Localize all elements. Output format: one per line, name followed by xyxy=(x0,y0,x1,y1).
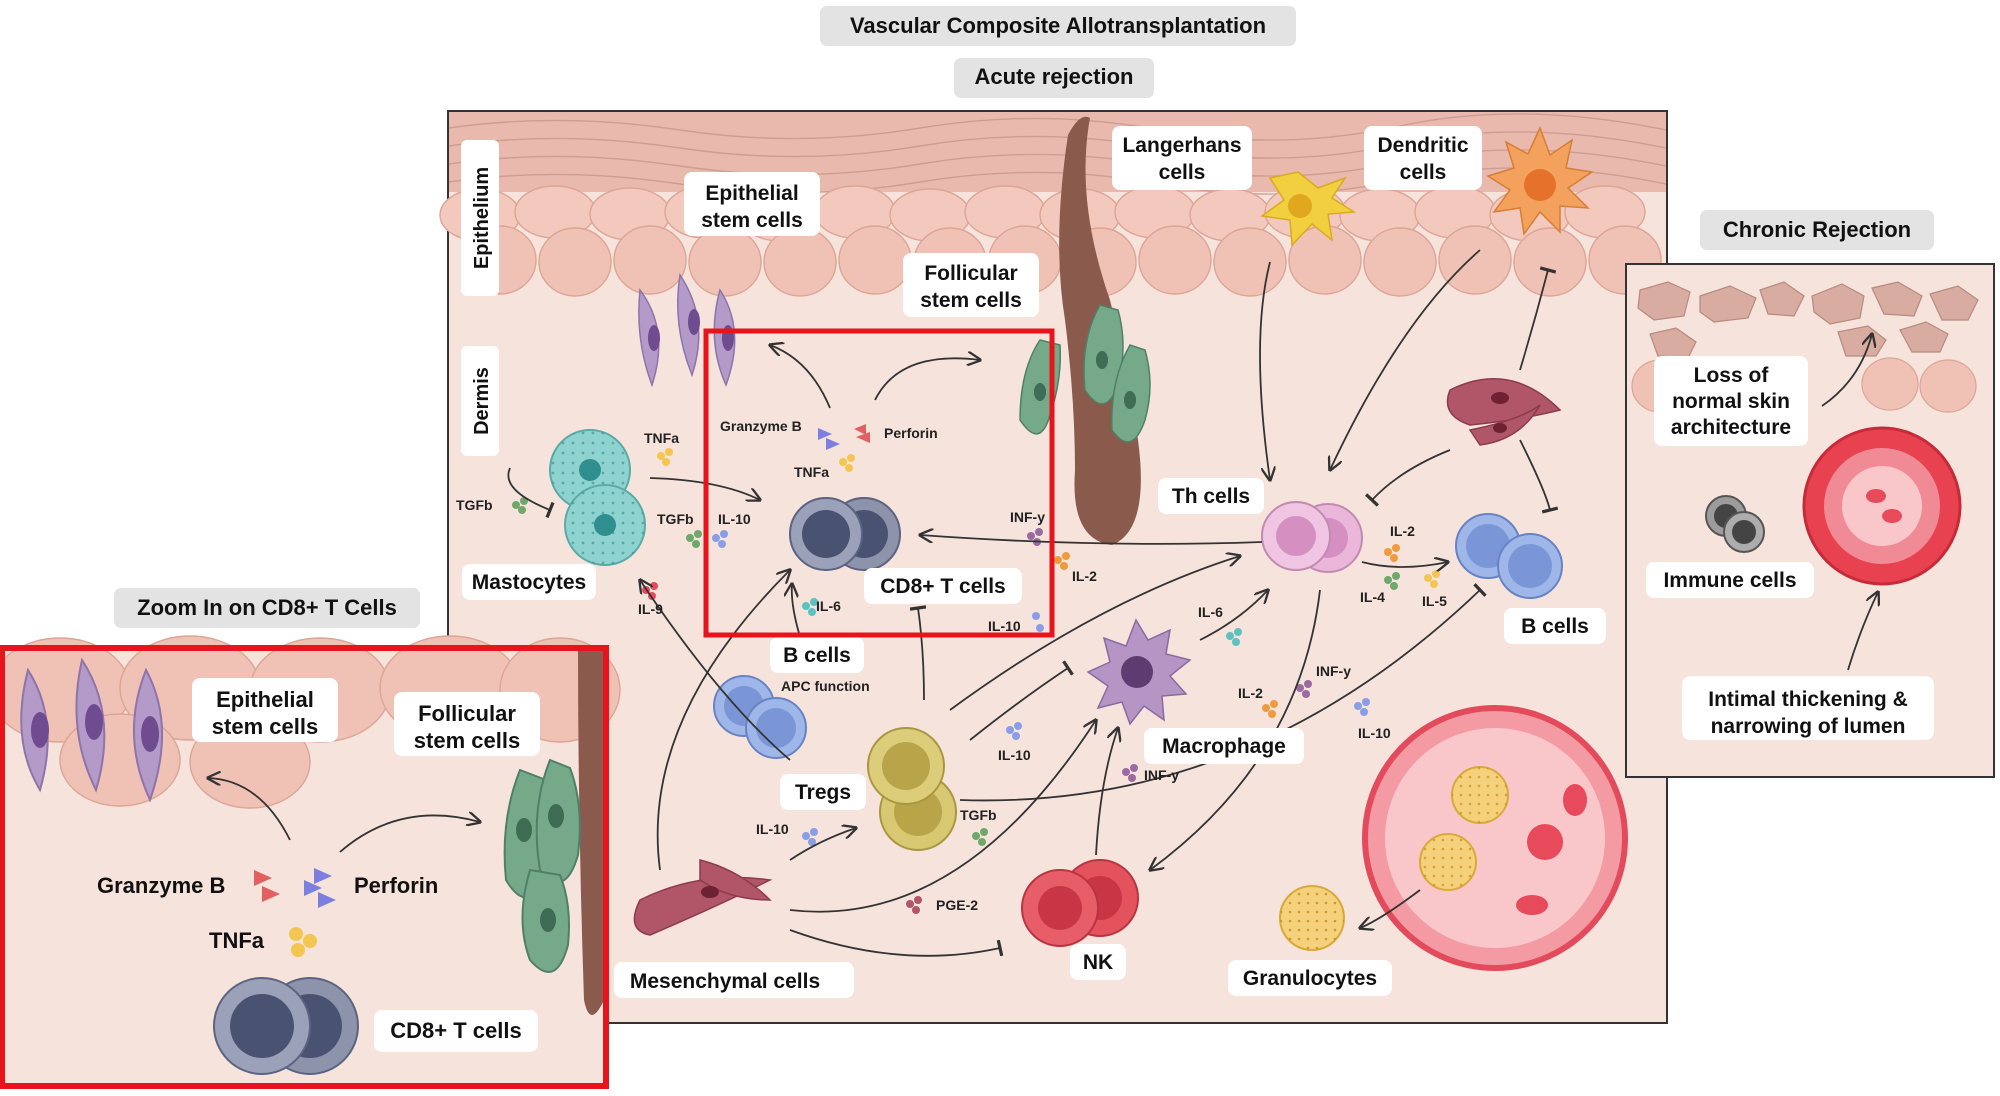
il2-label-mac: IL-2 xyxy=(1238,685,1263,701)
b-cells-right-label: B cells xyxy=(1521,615,1589,638)
th-cell-shapes xyxy=(1261,501,1363,573)
epithelium-label: Epithelium xyxy=(471,167,493,269)
intimal-label-1: Intimal thickening & xyxy=(1708,688,1908,711)
cd8-highlight-box xyxy=(703,328,1055,638)
zoom-perforin-label: Perforin xyxy=(354,873,438,898)
apc-function-label: APC function xyxy=(781,678,870,694)
il5-label: IL-5 xyxy=(1422,593,1447,609)
intimal-label-2: narrowing of lumen xyxy=(1711,715,1906,738)
dermis-label: Dermis xyxy=(471,367,493,435)
tnfa-label-cd8: TNFa xyxy=(794,464,829,480)
dendritic-cells-label-2: cells xyxy=(1400,161,1447,184)
loss-label-3: architecture xyxy=(1671,416,1791,439)
follicular-stem-cells-label-2: stem cells xyxy=(920,289,1022,312)
epithelial-stem-cells-label-1: Epithelial xyxy=(705,182,798,205)
nk-label: NK xyxy=(1083,951,1113,974)
inf-label-nk: INF-y xyxy=(1144,767,1179,783)
langerhans-cells-label-2: cells xyxy=(1159,161,1206,184)
zoom-follicular-label-1: Follicular xyxy=(418,701,516,726)
zoom-follicular-label-2: stem cells xyxy=(414,728,520,753)
interaction-arrows xyxy=(507,249,1559,957)
zoom-epithelial-label-2: stem cells xyxy=(212,714,318,739)
mesenchymal-cells-label: Mesenchymal cells xyxy=(630,970,820,993)
acute-rejection-title: Acute rejection xyxy=(975,64,1134,89)
zoom-follicular-stem-shapes xyxy=(503,758,581,973)
il10-label-mes: IL-10 xyxy=(756,821,789,837)
mastocyte-cell-shapes xyxy=(549,429,646,566)
zoom-panel: Zoom In on CD8+ T Cells Epithelial stem … xyxy=(0,588,621,1089)
il10-label-mast: IL-10 xyxy=(718,511,751,527)
chronic-panel: Chronic Rejection Loss of normal skin ar… xyxy=(1625,210,1995,778)
il10-label-mac: IL-10 xyxy=(1358,725,1391,741)
il6-label-mac: IL-6 xyxy=(1198,604,1223,620)
zoom-cd8-shapes xyxy=(213,977,359,1075)
il2-label-cd8: IL-2 xyxy=(1072,568,1097,584)
il10-label-treg: IL-10 xyxy=(998,747,1031,763)
il4-label: IL-4 xyxy=(1360,589,1385,605)
b-cell-right-shapes xyxy=(1455,513,1563,599)
pge2-label: PGE-2 xyxy=(936,897,978,913)
title-group: Vascular Composite Allotransplantation A… xyxy=(820,6,1296,98)
nk-cell-shapes xyxy=(1021,859,1139,947)
cytokine-labels: Granzyme B Perforin TNFa TNFa TGFb TGFb … xyxy=(456,418,1447,913)
epithelial-stem-cells-label-2: stem cells xyxy=(701,209,803,232)
il9-label: IL-9 xyxy=(638,601,663,617)
granulocyte-cell-shape xyxy=(1279,885,1345,951)
tgfb-label-left: TGFb xyxy=(456,497,493,513)
immune-cell-shapes xyxy=(1705,495,1765,553)
acute-rejection-panel: Epithelium Dermis xyxy=(439,110,1668,1024)
narrowed-vessel xyxy=(1802,426,1962,586)
tgfb-label-treg: TGFb xyxy=(960,807,997,823)
granulocytes-label: Granulocytes xyxy=(1243,967,1377,990)
granzyme-b-label: Granzyme B xyxy=(720,418,802,434)
zoom-cd8-label: CD8+ T cells xyxy=(390,1018,521,1043)
diagram-title: Vascular Composite Allotransplantation xyxy=(850,13,1266,38)
dendritic-cells-label-1: Dendritic xyxy=(1377,134,1468,157)
macrophage-cell-shape xyxy=(1086,618,1192,726)
langerhans-cell-shape xyxy=(1260,171,1357,247)
zoom-title: Zoom In on CD8+ T Cells xyxy=(137,595,397,620)
cd8-t-cells-label: CD8+ T cells xyxy=(880,575,1005,598)
inf-label-cd8: INF-y xyxy=(1010,509,1045,525)
langerhans-cells-label-1: Langerhans xyxy=(1122,134,1241,157)
zoom-highlight-border xyxy=(0,645,609,1089)
inf-label-mac: INF-y xyxy=(1316,663,1351,679)
th-cells-label: Th cells xyxy=(1172,485,1250,508)
tregs-label: Tregs xyxy=(795,781,851,804)
il2-label-th: IL-2 xyxy=(1390,523,1415,539)
cell-labels: Epithelial stem cells Follicular stem ce… xyxy=(462,126,1606,998)
chronic-title: Chronic Rejection xyxy=(1723,217,1911,242)
zoom-tnfa-label: TNFa xyxy=(209,928,265,953)
zoom-granzyme-label: Granzyme B xyxy=(97,873,225,898)
cd8-t-cell-shapes xyxy=(789,497,901,571)
loss-label-2: normal skin xyxy=(1672,390,1790,413)
b-cells-mid-label: B cells xyxy=(783,644,851,667)
immune-cells-label: Immune cells xyxy=(1663,569,1796,592)
follicular-stem-cells-label-1: Follicular xyxy=(924,262,1017,285)
tnfa-label-mast: TNFa xyxy=(644,430,679,446)
loss-label-1: Loss of xyxy=(1694,364,1770,387)
b-cell-mid-shapes xyxy=(713,675,807,759)
il6-label-cd8: IL-6 xyxy=(816,598,841,614)
dendritic-cell-shape xyxy=(1486,126,1595,236)
treg-cell-shapes xyxy=(867,727,957,851)
perforin-label: Perforin xyxy=(884,425,938,441)
tgfb-label-mid: TGFb xyxy=(657,511,694,527)
macrophage-label: Macrophage xyxy=(1162,735,1286,758)
zoom-epithelial-label-1: Epithelial xyxy=(216,687,314,712)
mastocytes-label: Mastocytes xyxy=(472,571,586,594)
blood-vessel xyxy=(1362,705,1628,971)
il10-label-cd8: IL-10 xyxy=(988,618,1021,634)
